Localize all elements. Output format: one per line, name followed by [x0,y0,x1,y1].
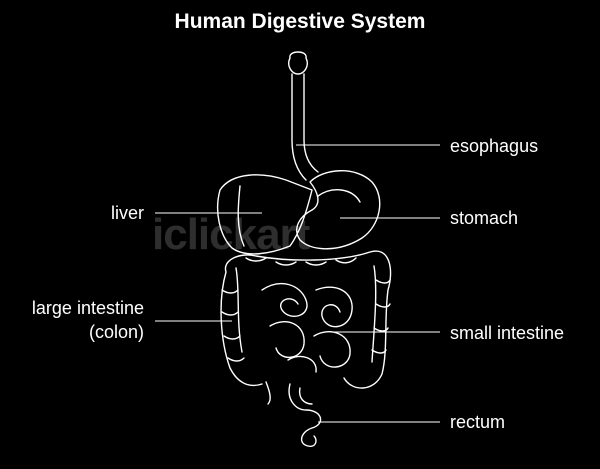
diagram-title: Human Digestive System [174,10,426,33]
liver-shape [217,174,313,255]
rectum-shape [288,383,322,448]
watermark: iclickart [152,210,310,259]
small-intestine-shape [261,282,353,373]
throat-shape [288,51,308,75]
label-rectum: rectum [450,412,506,432]
label-large-intestine-line2: (colon) [88,322,144,342]
label-large-intestine-line1: large intestine [31,298,144,318]
colon-shape [220,250,392,389]
label-stomach: stomach [450,208,519,228]
label-esophagus: esophagus [450,136,539,156]
esophagus-shape [291,73,319,181]
label-small-intestine: small intestine [450,323,565,343]
label-liver: liver [110,203,144,223]
stomach-shape [296,170,381,250]
